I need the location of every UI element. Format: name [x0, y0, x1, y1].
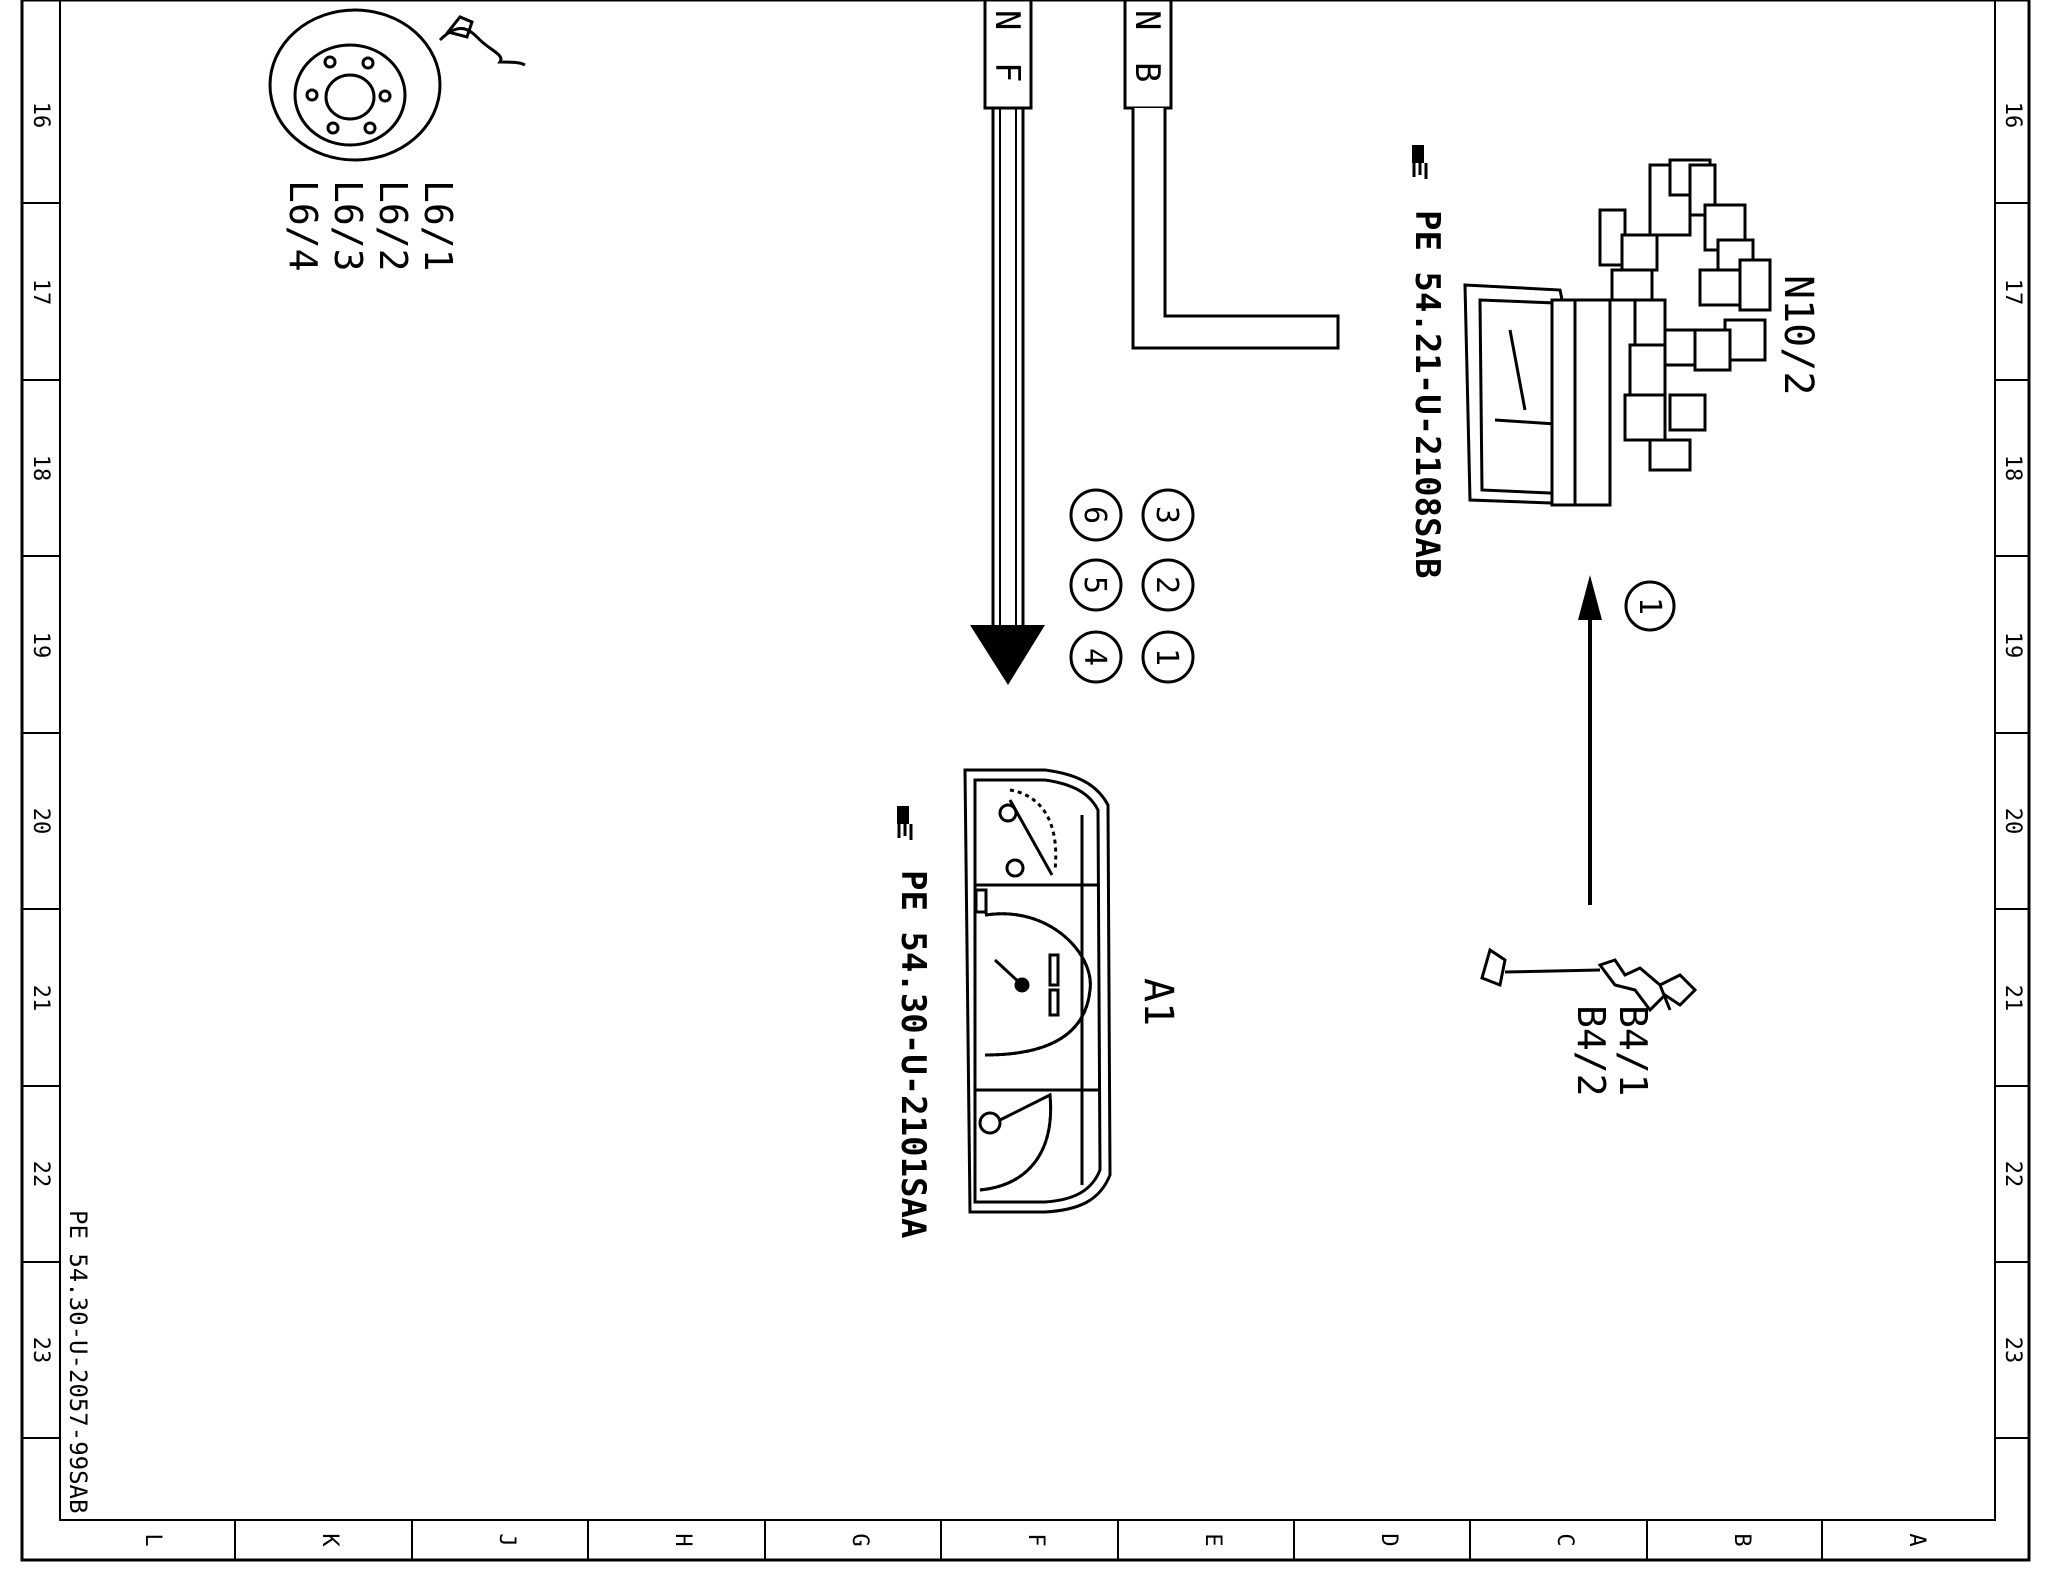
step-marker-grid: 6 5 4 3 2 1	[1069, 488, 1195, 684]
column-label-k: K	[317, 1533, 342, 1547]
step-marker-1: 1	[1149, 648, 1184, 666]
column-label-c: C	[1552, 1533, 1577, 1546]
step-marker-3: 3	[1149, 506, 1184, 524]
step-marker-4: 4	[1077, 648, 1112, 666]
row-label-left-19: 19	[28, 632, 53, 659]
column-label-e: E	[1200, 1533, 1225, 1546]
column-label-h: H	[670, 1533, 695, 1546]
drawing-number: PE 54.30-U-2057-99SAB	[64, 1210, 92, 1513]
row-label-right-21: 21	[2000, 985, 2025, 1012]
sheet-frame	[20, 0, 2031, 1562]
column-label-a: A	[1904, 1533, 1929, 1546]
pointing-hand-icon	[1412, 145, 1428, 179]
a1-label: A1	[1135, 978, 1181, 1026]
instrument-cluster-icon	[963, 768, 1112, 1214]
connector-nf: N F	[970, 0, 1045, 685]
b4-label-2: B4/2	[1569, 1005, 1613, 1097]
l6-label-3: L6/3	[326, 180, 370, 272]
column-label-g: G	[847, 1533, 872, 1546]
l6-label-4: L6/4	[281, 180, 325, 272]
step-marker-5: 5	[1077, 576, 1112, 594]
arrow-step-marker: 1	[1632, 597, 1667, 615]
row-label-right-17: 17	[2000, 279, 2025, 306]
row-label-left-17: 17	[28, 279, 53, 306]
row-label-left-23: 23	[28, 1337, 53, 1364]
connector-nb: N B	[1123, 0, 1340, 350]
row-label-right-16: 16	[2000, 102, 2025, 129]
row-label-right-19: 19	[2000, 632, 2025, 659]
step-marker-circle	[1624, 580, 1676, 632]
step-marker-6: 6	[1077, 506, 1112, 524]
a1-reference: PE 54.30-U-2101SAA	[893, 870, 933, 1238]
row-label-left-21: 21	[28, 985, 53, 1012]
n10-2-reference: PE 54.21-U-2108SAB	[1407, 210, 1447, 578]
connector-nf-code-bottom: F	[987, 62, 1027, 82]
fuel-level-sensor-icon	[1480, 947, 1698, 1013]
row-label-left-20: 20	[28, 808, 53, 835]
column-label-d: D	[1376, 1533, 1401, 1546]
connector-nf-code-top: N	[987, 10, 1027, 30]
wheel-speed-sensor-icon	[268, 8, 526, 162]
row-label-left-16: 16	[28, 102, 53, 129]
row-label-right-22: 22	[2000, 1161, 2025, 1188]
pointing-hand-icon	[897, 806, 913, 840]
step-marker-2: 2	[1149, 576, 1184, 594]
l6-label-1: L6/1	[416, 180, 460, 272]
connector-nb-code-top: N	[1127, 10, 1167, 30]
row-label-right-23: 23	[2000, 1337, 2025, 1364]
column-label-f: F	[1023, 1533, 1048, 1546]
control-module-icon	[1463, 158, 1772, 507]
row-label-left-18: 18	[28, 455, 53, 482]
step-arrow	[1578, 575, 1602, 905]
column-label-l: L	[140, 1533, 165, 1546]
connector-nb-code-bottom: B	[1127, 62, 1167, 82]
b4-label-1: B4/1	[1611, 1005, 1655, 1097]
row-label-left-22: 22	[28, 1161, 53, 1188]
n10-2-label: N10/2	[1775, 275, 1821, 395]
column-label-j: J	[494, 1533, 519, 1546]
l6-label-2: L6/2	[371, 180, 415, 272]
row-label-right-18: 18	[2000, 455, 2025, 482]
row-label-right-20: 20	[2000, 808, 2025, 835]
column-label-b: B	[1729, 1533, 1754, 1546]
